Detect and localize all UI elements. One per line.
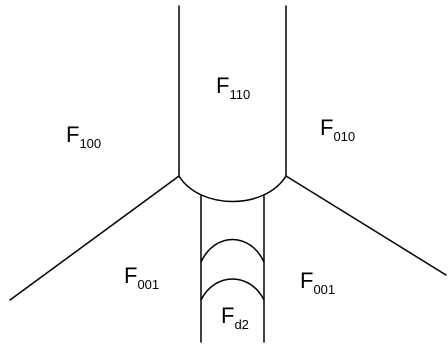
label-f110-sub: 110	[229, 87, 250, 102]
label-f001-left-base: F	[124, 263, 137, 288]
label-fd2: Fd2	[221, 303, 249, 332]
label-f001-left: F001	[124, 263, 159, 292]
label-f100-base: F	[66, 122, 79, 147]
label-f001-right-sub: 001	[313, 282, 335, 297]
boundary-diagonal-left	[9, 175, 180, 301]
label-fd2-base: F	[221, 303, 234, 328]
label-f100-sub: 100	[79, 136, 101, 151]
channel-arc-upper	[200, 238, 265, 263]
label-f001-right: F001	[300, 268, 335, 297]
channel-arc-lower	[200, 278, 265, 301]
label-f001-left-sub: 001	[137, 277, 159, 292]
label-f010-base: F	[320, 115, 333, 140]
boundary-diagonal-right	[285, 175, 447, 276]
label-f001-right-base: F	[300, 268, 313, 293]
boundary-arc-top	[178, 175, 287, 203]
label-fd2-sub: d2	[234, 317, 248, 332]
label-f110: F110	[216, 73, 250, 102]
label-f100: F100	[66, 122, 101, 151]
label-f010: F010	[320, 115, 355, 144]
label-f110-base: F	[216, 73, 229, 98]
label-f010-sub: 010	[333, 129, 355, 144]
